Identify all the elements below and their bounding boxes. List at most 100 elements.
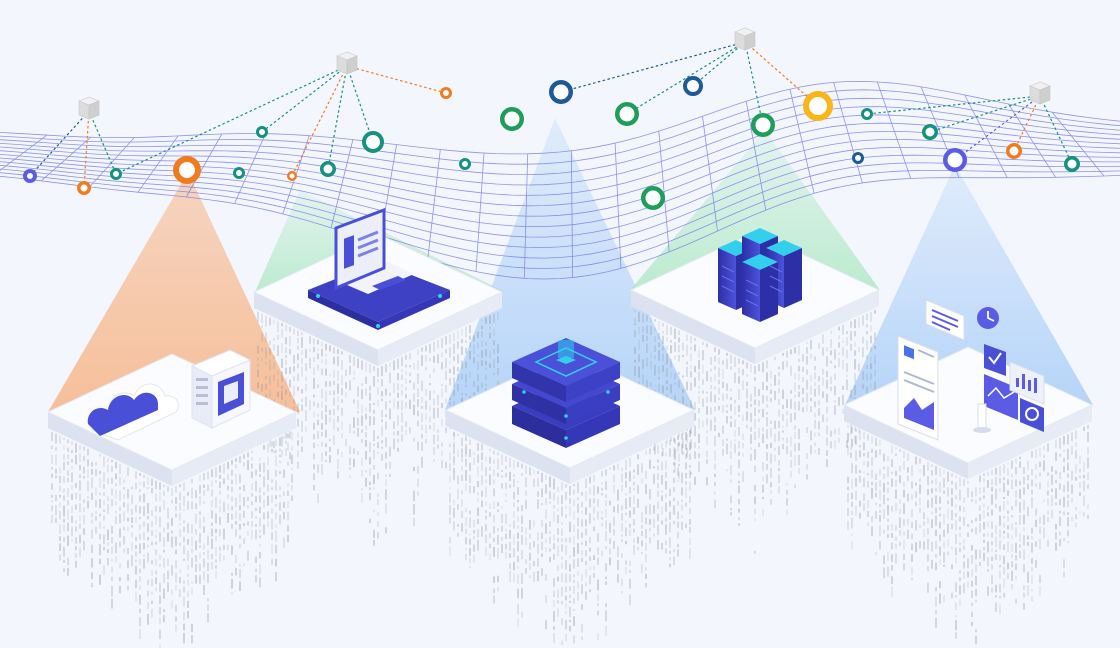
- cloud-icon: [87, 383, 179, 441]
- ring-icon: [23, 169, 37, 183]
- platform-side-right: [755, 290, 879, 364]
- data-column-stack: [449, 429, 691, 645]
- cube-icon: [1029, 81, 1051, 105]
- rack-front: [742, 254, 778, 322]
- ring-icon: [440, 87, 452, 99]
- mesh-line: [0, 175, 1120, 280]
- ring-icon: [549, 80, 573, 104]
- mesh-line: [0, 170, 1120, 269]
- relay-links: [29, 41, 1073, 189]
- mesh-line: [475, 152, 485, 272]
- relay-link: [744, 41, 764, 126]
- relay-link: [115, 65, 348, 175]
- relay-link: [866, 95, 1041, 115]
- server-stack-icon: [512, 338, 620, 448]
- platform-servers-devices: [718, 228, 802, 322]
- server-box-icon: [190, 349, 252, 429]
- server-rack-icon: [718, 228, 802, 322]
- mesh-line: [330, 139, 354, 228]
- platform-dashboard-devices: [897, 299, 1045, 441]
- platform-cloud-devices: [87, 349, 252, 441]
- mesh-line: [702, 116, 718, 232]
- platform-side-right: [570, 410, 694, 484]
- mesh-line: [614, 143, 622, 269]
- ring-icon: [77, 181, 91, 195]
- relay-link: [929, 95, 1041, 133]
- platform-side-right: [378, 292, 502, 366]
- relay-link: [346, 65, 447, 94]
- mesh-line: [137, 135, 179, 193]
- mesh-line: [1051, 111, 1105, 177]
- data-column-dashboard: [847, 424, 1089, 645]
- platform-side-left: [631, 290, 755, 364]
- platform-side-left: [844, 405, 968, 479]
- mesh-line: [0, 80, 1120, 155]
- relay-link: [346, 65, 374, 143]
- ring-icon: [320, 161, 336, 177]
- ring-icon: [256, 126, 268, 138]
- mesh-line: [571, 150, 573, 278]
- mesh-line: [89, 137, 135, 188]
- relay-link: [291, 65, 348, 177]
- ring-icon: [641, 186, 665, 210]
- relay-link: [261, 65, 348, 133]
- relay-link: [954, 95, 1041, 161]
- ring-icon: [852, 152, 864, 164]
- cube-icon: [78, 96, 100, 120]
- mesh-line: [41, 136, 91, 182]
- mesh-line: [0, 97, 1120, 176]
- ring-icon: [287, 171, 297, 181]
- ring-icon: [500, 107, 524, 131]
- chat-bubble-icon: [925, 299, 965, 341]
- ring-icon: [803, 91, 833, 121]
- mesh-line: [427, 149, 441, 260]
- mesh-line: [658, 131, 670, 252]
- mesh-line: [876, 81, 912, 179]
- relay-link: [626, 41, 746, 115]
- ring-icon: [1064, 156, 1080, 172]
- beam-blue-center: [445, 118, 695, 410]
- relay-link: [692, 41, 746, 87]
- ring-icon: [751, 113, 775, 137]
- mesh-line: [789, 89, 815, 194]
- platform-side-left: [48, 412, 172, 486]
- data-column-cloud: [51, 431, 293, 648]
- ring-icon: [459, 158, 471, 170]
- ring-icon: [1006, 143, 1022, 159]
- ring-icon: [943, 148, 967, 172]
- cube-icon: [734, 27, 756, 51]
- mesh-line: [833, 82, 863, 184]
- platform-side-left: [254, 292, 378, 366]
- mesh-line: [745, 101, 767, 211]
- relay-link: [560, 41, 746, 93]
- laptop-icon: [308, 207, 450, 330]
- relay-link: [744, 41, 819, 107]
- mesh-line: [234, 133, 266, 204]
- platforms: [46, 231, 1094, 486]
- ring-icon: [922, 124, 938, 140]
- relay-link: [1013, 95, 1041, 152]
- ring-icon: [233, 167, 245, 179]
- data-columns: [51, 309, 1089, 648]
- mesh-line: [523, 153, 529, 279]
- cube-icon: [336, 51, 358, 75]
- beam-green-right: [630, 130, 880, 290]
- dashboard-icon: [897, 299, 1045, 441]
- mesh-line: [1008, 103, 1056, 178]
- ring-icon: [173, 156, 201, 184]
- ring-icon: [683, 76, 703, 96]
- ring-icon: [362, 131, 384, 153]
- platform-stack-devices: [512, 338, 620, 448]
- relay-link: [327, 65, 348, 170]
- mesh-line: [0, 162, 1120, 259]
- mesh-nodes: [23, 76, 1080, 210]
- ring-icon: [861, 108, 873, 120]
- platform-laptop-devices: [308, 207, 450, 330]
- mesh-line: [0, 114, 1120, 196]
- platform-side-right: [968, 405, 1092, 479]
- beam-orange: [48, 172, 300, 412]
- ring-icon: [615, 102, 639, 126]
- ring-icon: [110, 168, 122, 180]
- relay-link: [88, 110, 117, 175]
